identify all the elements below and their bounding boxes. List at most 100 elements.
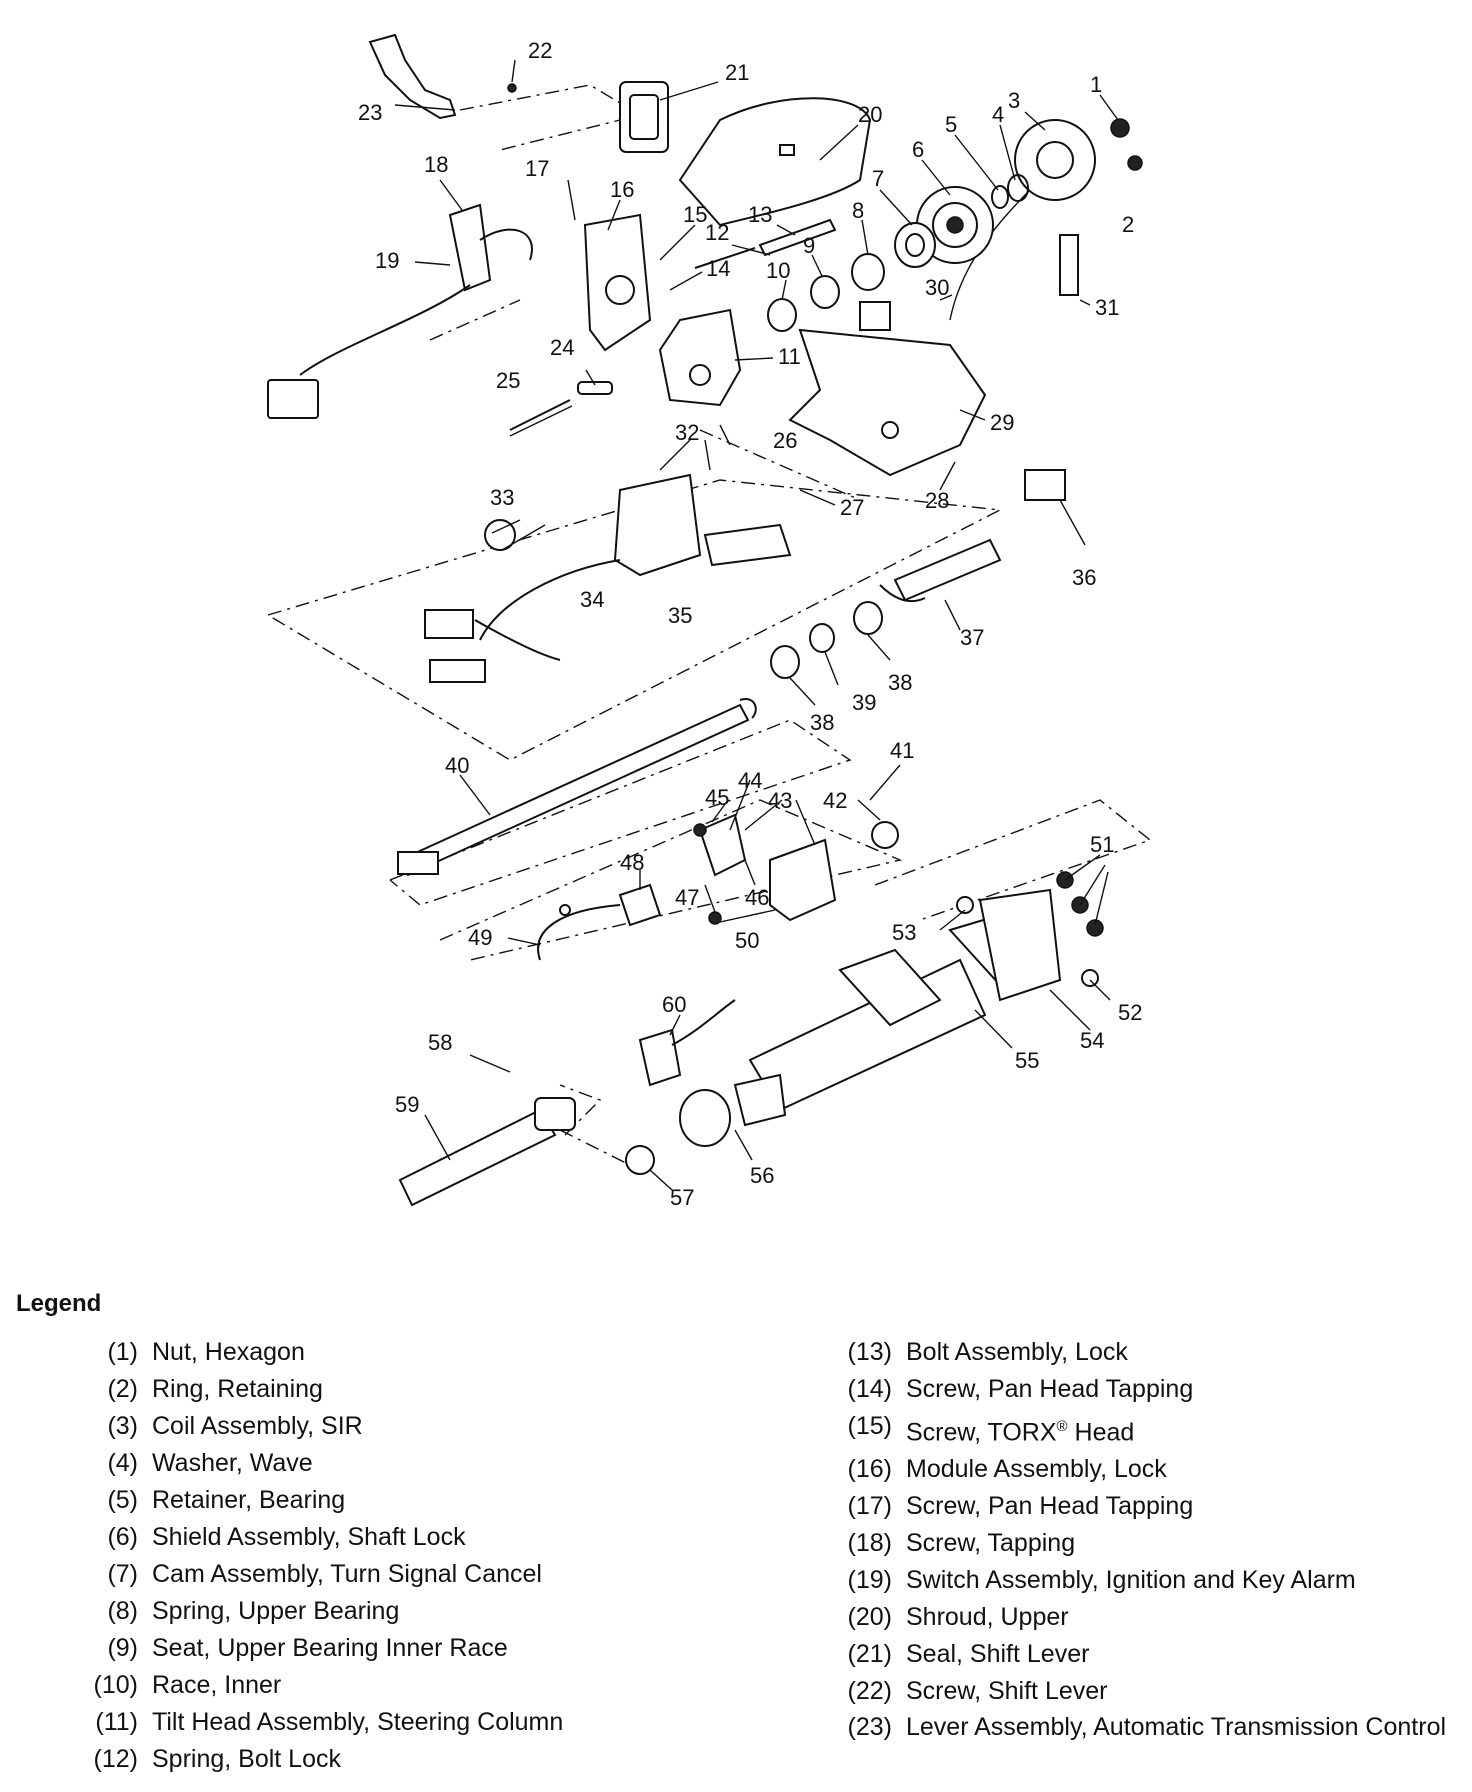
legend-item-description: Switch Assembly, Ignition and Key Alarm bbox=[906, 1566, 1356, 1595]
legend-item-description: Race, Inner bbox=[152, 1671, 282, 1699]
legend-item-number: (11) bbox=[95, 1708, 138, 1736]
legend-item-number: (9) bbox=[107, 1634, 138, 1662]
callout-28: 28 bbox=[925, 488, 949, 513]
callout-50: 50 bbox=[735, 928, 759, 953]
legend-item: (8) Spring, Upper Bearing bbox=[60, 1593, 563, 1630]
callout-2: 2 bbox=[1122, 212, 1134, 237]
legend-item-description: Module Assembly, Lock bbox=[906, 1455, 1167, 1484]
legend-item-description: Lever Assembly, Automatic Transmission C… bbox=[906, 1713, 1447, 1742]
legend-item: (6)Shield Assembly, Shaft Lock bbox=[60, 1519, 563, 1556]
exploded-steering-column-diagram: 1 2 3 4 5 6 7 8 9 10 11 12 13 14 15 16 1… bbox=[267, 33, 1152, 1210]
legend-item-number: (22) bbox=[847, 1677, 892, 1706]
callout-48: 48 bbox=[620, 850, 644, 875]
part-wire-connector bbox=[1024, 234, 1079, 501]
part-key-alarm-switch bbox=[638, 999, 736, 1087]
legend-item: (9) Seat, Upper Bearing Inner Race bbox=[60, 1630, 563, 1667]
legend-item-number: (19) bbox=[847, 1566, 892, 1595]
registered-mark: ® bbox=[1056, 1418, 1068, 1435]
callout-26: 26 bbox=[773, 428, 797, 453]
callout-37: 37 bbox=[960, 625, 984, 650]
legend-item-number: (21) bbox=[847, 1640, 892, 1669]
legend-item: (2) Ring, Retaining bbox=[60, 1371, 563, 1408]
callout-14: 14 bbox=[706, 256, 730, 281]
callout-35: 35 bbox=[668, 603, 692, 628]
part-column-mounting-bolts bbox=[956, 871, 1104, 987]
callout-34: 34 bbox=[580, 587, 604, 612]
legend-item: (16)Module Assembly, Lock bbox=[816, 1451, 1456, 1488]
part-bearing-spring-seat-race bbox=[767, 253, 885, 332]
legend-item-number: (15) bbox=[847, 1412, 892, 1440]
callout-56: 56 bbox=[750, 1163, 774, 1188]
callout-42: 42 bbox=[823, 788, 847, 813]
legend-item: (20)Shroud, Upper bbox=[816, 1599, 1456, 1636]
callout-22: 22 bbox=[528, 38, 552, 63]
legend-item-number: (7) bbox=[107, 1560, 138, 1588]
legend-left-column: (1)Nut, Hexagon (2)Ring, Retaining (3)Co… bbox=[60, 1334, 564, 1778]
callout-21: 21 bbox=[725, 60, 749, 85]
legend-item: (18)Screw, Tapping bbox=[816, 1525, 1456, 1562]
callout-29: 29 bbox=[990, 410, 1014, 435]
callout-33: 33 bbox=[490, 485, 514, 510]
callout-52: 52 bbox=[1118, 1000, 1142, 1025]
part-tilt-head bbox=[658, 308, 742, 407]
legend-item-number: (2) bbox=[107, 1375, 138, 1403]
legend-item-number: (3) bbox=[107, 1412, 138, 1440]
callout-12: 12 bbox=[705, 220, 729, 245]
legend-item-description: Shroud, Upper bbox=[906, 1603, 1069, 1632]
part-steering-column-jacket bbox=[748, 888, 1062, 1112]
callout-20: 20 bbox=[858, 102, 882, 127]
legend-item: (19) Switch Assembly, Ignition and Key Al… bbox=[816, 1562, 1456, 1599]
part-lower-steering-shaft bbox=[397, 698, 757, 877]
legend-item-number: (4) bbox=[107, 1449, 138, 1477]
callout-13: 13 bbox=[748, 202, 772, 227]
callout-58: 58 bbox=[428, 1030, 452, 1055]
callout-15: 15 bbox=[683, 202, 707, 227]
callout-31: 31 bbox=[1095, 295, 1119, 320]
legend-item-description: Screw, Pan Head Tapping bbox=[906, 1375, 1194, 1403]
legend-item: (14)Screw, Pan Head Tapping bbox=[816, 1371, 1456, 1408]
part-adapter-and-bearing bbox=[625, 1073, 787, 1175]
callout-7: 7 bbox=[872, 166, 884, 191]
legend-item: (17) Screw, Pan Head Tapping bbox=[816, 1488, 1456, 1525]
callout-45: 45 bbox=[705, 785, 729, 810]
legend-item: (13)Bolt Assembly, Lock bbox=[816, 1334, 1456, 1371]
legend-title: Legend bbox=[16, 1290, 102, 1317]
callout-47: 47 bbox=[675, 885, 699, 910]
callout-40: 40 bbox=[445, 753, 469, 778]
callout-4: 4 bbox=[992, 102, 1004, 127]
part-upper-steering-shaft bbox=[879, 538, 1002, 603]
part-lock-bolt bbox=[694, 218, 837, 269]
legend-item: (15)Screw, TORX® Head bbox=[816, 1408, 1456, 1451]
legend-item: (4)Washer, Wave bbox=[60, 1445, 563, 1482]
callout-24: 24 bbox=[550, 335, 574, 360]
callout-labels: 1 2 3 4 5 6 7 8 9 10 11 12 13 14 15 16 1… bbox=[358, 38, 1142, 1210]
callout-8: 8 bbox=[852, 198, 864, 223]
legend-item-description: Seat, Upper Bearing Inner Race bbox=[152, 1634, 508, 1662]
legend-item-description: Spring, Upper Bearing bbox=[152, 1597, 400, 1625]
legend-item-number: (10) bbox=[93, 1671, 138, 1699]
callout-25: 25 bbox=[496, 368, 520, 393]
legend-item-number: (6) bbox=[107, 1523, 138, 1551]
legend-item-number: (8) bbox=[107, 1597, 138, 1625]
callout-43: 43 bbox=[768, 788, 792, 813]
legend-item-number: (17) bbox=[847, 1492, 892, 1521]
part-sir-coil bbox=[949, 118, 1143, 321]
grouping-lines bbox=[267, 84, 1152, 1171]
part-tilt-spring bbox=[509, 381, 613, 437]
legend-item-number: (23) bbox=[847, 1713, 892, 1742]
legend-item-number: (18) bbox=[847, 1529, 892, 1558]
callout-11: 11 bbox=[778, 344, 801, 369]
legend-item-description: Retainer, Bearing bbox=[152, 1486, 346, 1514]
callout-36: 36 bbox=[1072, 565, 1096, 590]
callout-18: 18 bbox=[424, 152, 448, 177]
legend-item-description: Ring, Retaining bbox=[152, 1375, 323, 1403]
part-intermediate-shaft bbox=[398, 1097, 576, 1207]
part-lock-module bbox=[583, 213, 652, 352]
part-lock-mechanism bbox=[693, 813, 899, 925]
legend-item: (12)Spring, Bolt Lock bbox=[60, 1741, 563, 1778]
callout-27: 27 bbox=[840, 495, 864, 520]
callout-3: 3 bbox=[1008, 88, 1020, 113]
legend-item: (22)Screw, Shift Lever bbox=[816, 1673, 1456, 1710]
part-cam-assembly bbox=[894, 222, 936, 268]
legend-item-description: Screw, Pan Head Tapping bbox=[906, 1492, 1194, 1521]
